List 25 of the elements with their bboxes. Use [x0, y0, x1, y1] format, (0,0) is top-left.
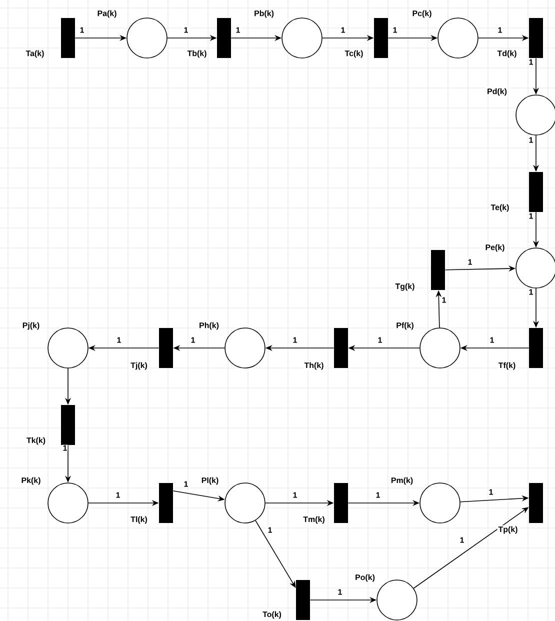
place-circle: [516, 94, 555, 136]
transition-bar: [334, 483, 348, 523]
place-circle: [420, 482, 460, 524]
transition-bar: [431, 250, 445, 290]
transition-bar: [529, 172, 543, 212]
transition-bar: [61, 18, 75, 58]
transition-bar: [61, 405, 75, 445]
place-circle: [48, 328, 88, 368]
place-circle: [48, 482, 88, 524]
place-circle: [282, 18, 322, 58]
transition-bar: [529, 328, 543, 368]
place-circle: [438, 18, 478, 58]
transition-bar: [529, 18, 543, 58]
place-circle: [224, 328, 266, 368]
place-circle: [376, 580, 418, 620]
place-circle: [224, 482, 266, 524]
transition-bar: [374, 18, 388, 58]
place-circle: [420, 328, 460, 368]
place-circle: [126, 18, 168, 58]
transition-bar: [529, 483, 543, 523]
transition-bar: [334, 328, 348, 368]
place-circle: [516, 248, 555, 288]
transition-bar: [217, 18, 231, 58]
transition-bar: [159, 483, 173, 523]
transition-bar: [159, 328, 173, 368]
